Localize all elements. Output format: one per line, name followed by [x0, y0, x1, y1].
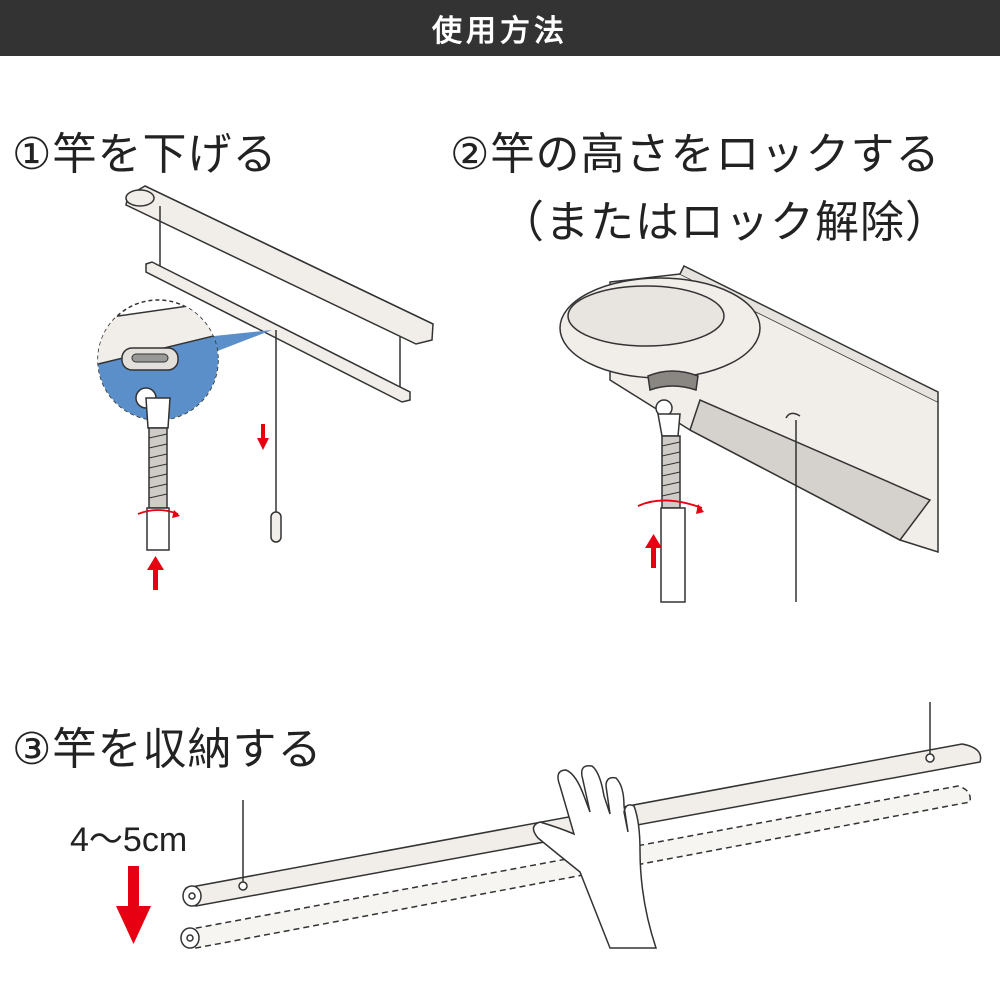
up-arrow-icon: [147, 556, 164, 590]
pull-cord-handle: [270, 511, 282, 543]
lowered-rod: [145, 261, 411, 403]
step2-subtitle: （またはロック解除）: [500, 197, 950, 248]
up-arrow-icon: [645, 534, 662, 568]
step2-title: ②竿の高さをロックする: [450, 129, 941, 180]
header-bar: 使用方法: [0, 0, 1000, 56]
down-arrow-icon: [116, 866, 151, 944]
lock-knob: [647, 370, 699, 392]
step2-illustration: [559, 264, 939, 603]
step3-illustration: [180, 702, 982, 949]
down-arrow-icon: [257, 424, 269, 450]
step3-title: ③竿を収納する: [12, 724, 323, 775]
header-title: 使用方法: [432, 14, 568, 49]
operating-pole: [145, 397, 171, 551]
step1-title: ①竿を下げる: [12, 129, 278, 180]
step1-illustration: [125, 185, 434, 543]
measure-label: 4～5cm: [70, 821, 188, 859]
rotate-arrow-icon: [637, 499, 703, 509]
hand-icon: [532, 764, 658, 949]
